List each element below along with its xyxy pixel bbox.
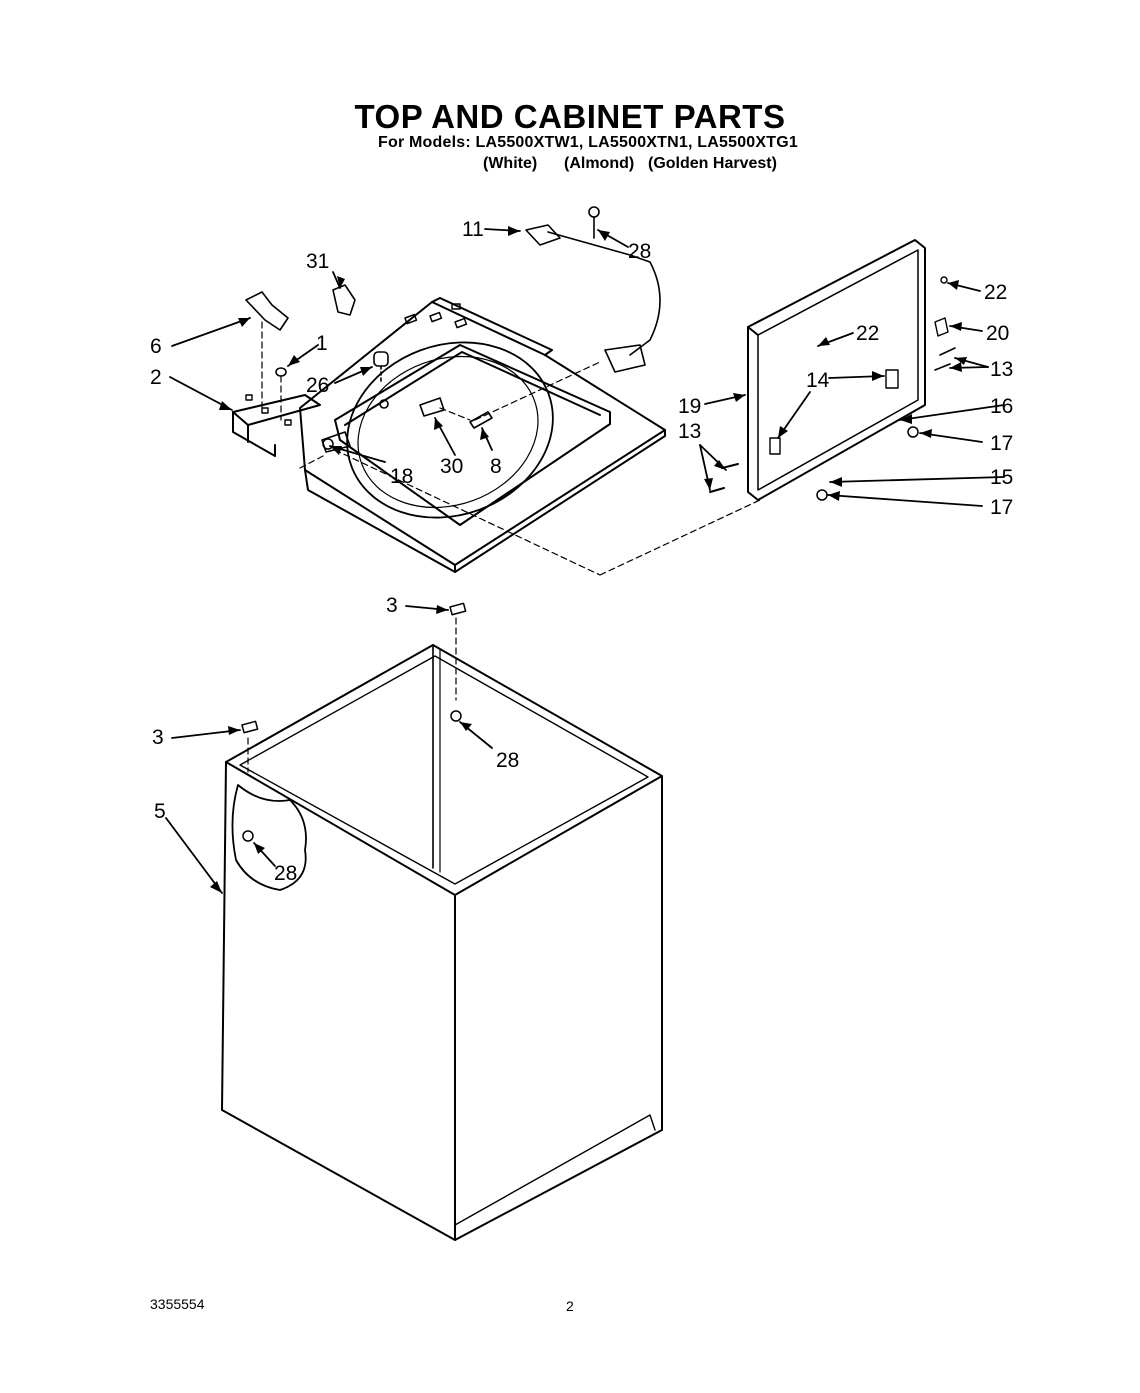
top-bracket [232,394,321,457]
small-parts [245,206,661,429]
callout-labels: 11 28 31 6 1 2 26 18 30 8 22 22 20 13 14… [150,218,1013,885]
part-31-clip [332,284,356,316]
part-number: 3355554 [150,1296,205,1312]
arrowheads [210,226,967,893]
washer-top-assembly [299,297,666,573]
callout-5: 5 [154,800,166,823]
color-golden-harvest: (Golden Harvest) [648,155,777,172]
callout-26: 26 [306,374,329,397]
callout-28-top: 28 [628,240,651,263]
callout-16: 16 [990,395,1013,418]
callout-13-left: 13 [678,420,701,443]
color-almond: (Almond) [564,155,635,172]
callout-2: 2 [150,366,162,389]
part-11-switch [525,224,561,246]
part-26-plug [373,351,389,367]
callout-13-right: 13 [990,358,1013,381]
part-6-clip [245,291,289,331]
callout-1: 1 [316,332,328,355]
part-30-bumper [419,397,445,417]
cabinet [221,602,663,1241]
page-number: 2 [566,1298,574,1314]
part-28-screw-top [588,206,600,218]
assembly-lines-top [261,321,761,576]
callout-22-right: 22 [984,281,1007,304]
callout-28-middle: 28 [496,749,519,772]
callout-31: 31 [306,250,329,273]
part-1-screw [275,367,287,377]
callout-3-top: 3 [386,594,398,617]
callout-28-cutaway: 28 [274,862,297,885]
callout-14: 14 [806,369,830,392]
callout-11: 11 [462,218,484,241]
callout-20: 20 [986,322,1009,345]
callout-8: 8 [490,455,502,478]
callout-17-bottom: 17 [990,496,1013,519]
callout-19: 19 [678,395,701,418]
part-8-screw [469,411,493,429]
callout-15: 15 [990,466,1013,489]
page-title: TOP AND CABINET PARTS [354,98,786,135]
callout-30: 30 [440,455,463,478]
callout-18: 18 [390,465,413,488]
callout-22-inner: 22 [856,322,879,345]
callout-3-left: 3 [152,726,164,749]
callout-6: 6 [150,335,162,358]
console-panel [709,239,956,501]
part-11-wire [547,231,661,356]
models-line: For Models: LA5500XTW1, LA5500XTN1, LA55… [378,134,798,151]
callout-17-top: 17 [990,432,1013,455]
color-white: (White) [483,155,538,172]
